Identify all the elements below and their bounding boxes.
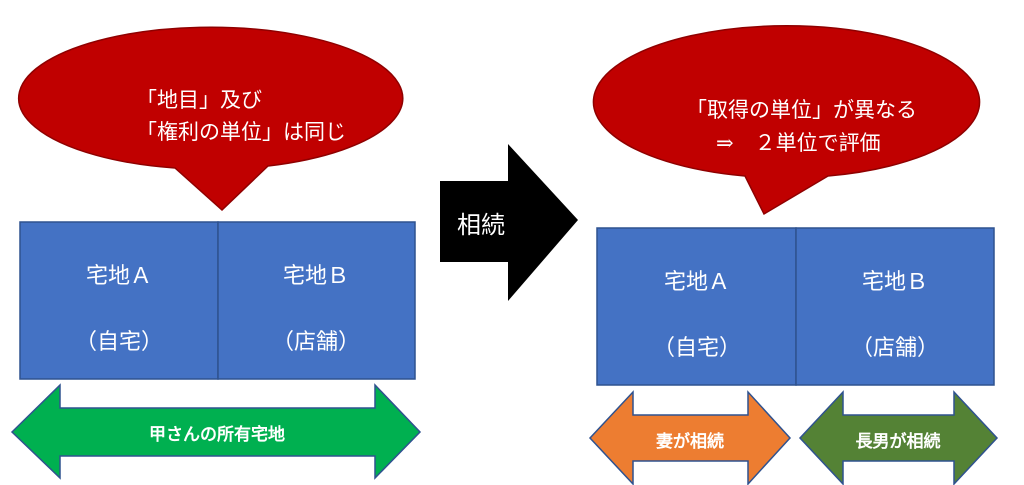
inheritance-arrow [440, 144, 578, 301]
right-plot-a-box [596, 227, 797, 386]
right-callout-line-1: 「取得の単位」が異なる [686, 98, 917, 122]
right-plot-a-name: 宅地Ａ [663, 270, 731, 295]
right-plot-a-use: （自宅） [652, 336, 742, 361]
son-inherit-arrow [798, 390, 999, 485]
left-plot-b-name: 宅地Ｂ [282, 264, 350, 289]
right-plot-b-box [795, 227, 995, 386]
left-plot-b-box [217, 221, 416, 380]
left-callout-line-2: 「権利の単位」は同じ [136, 120, 346, 144]
owner-land-arrow-label: 甲さんの所有宅地 [149, 425, 285, 445]
right-plot-b-use: （店舗） [850, 336, 940, 361]
left-plot-a-use: （自宅） [74, 330, 164, 355]
left-callout-line-1: 「地目」及び [136, 88, 262, 112]
owner-land-arrow [10, 383, 422, 480]
wife-inherit-arrow-label: 妻が相続 [656, 432, 724, 452]
left-plot-a-name: 宅地Ａ [85, 264, 153, 289]
wife-inherit-arrow [588, 390, 792, 485]
left-plot-a-box [19, 221, 219, 380]
right-callout-bubble [592, 25, 981, 216]
right-plot-b-name: 宅地Ｂ [861, 270, 929, 295]
left-plot-b-use: （店舗） [271, 330, 361, 355]
left-callout-bubble [17, 26, 404, 212]
son-inherit-arrow-label: 長男が相続 [855, 432, 941, 452]
inheritance-arrow-label: 相続 [457, 211, 505, 239]
right-callout-line-2: ⇒ ２単位で評価 [716, 131, 881, 155]
